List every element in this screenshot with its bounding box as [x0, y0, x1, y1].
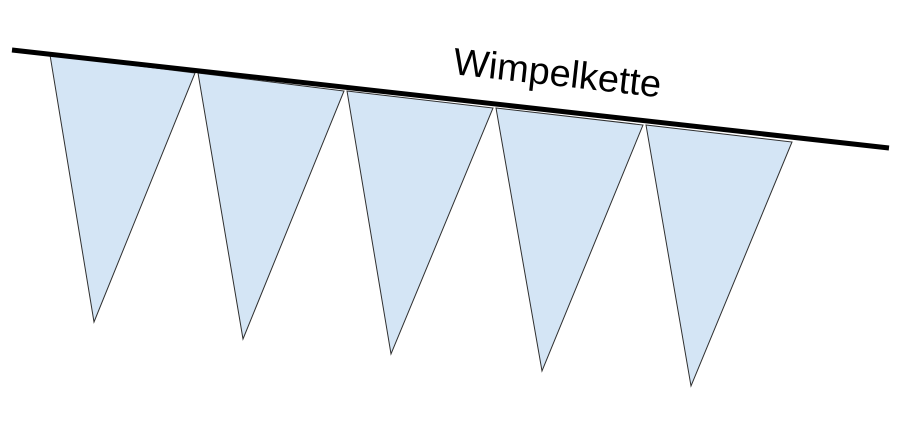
pennant-4	[495, 107, 644, 373]
diagram-title: Wimpelkette	[451, 41, 663, 106]
pennant-5	[645, 124, 793, 388]
pennant-string	[11, 47, 890, 151]
pennants-group	[49, 54, 793, 388]
pennant-1	[49, 54, 196, 324]
pennant-2	[197, 72, 345, 341]
pennant-3	[346, 90, 494, 356]
